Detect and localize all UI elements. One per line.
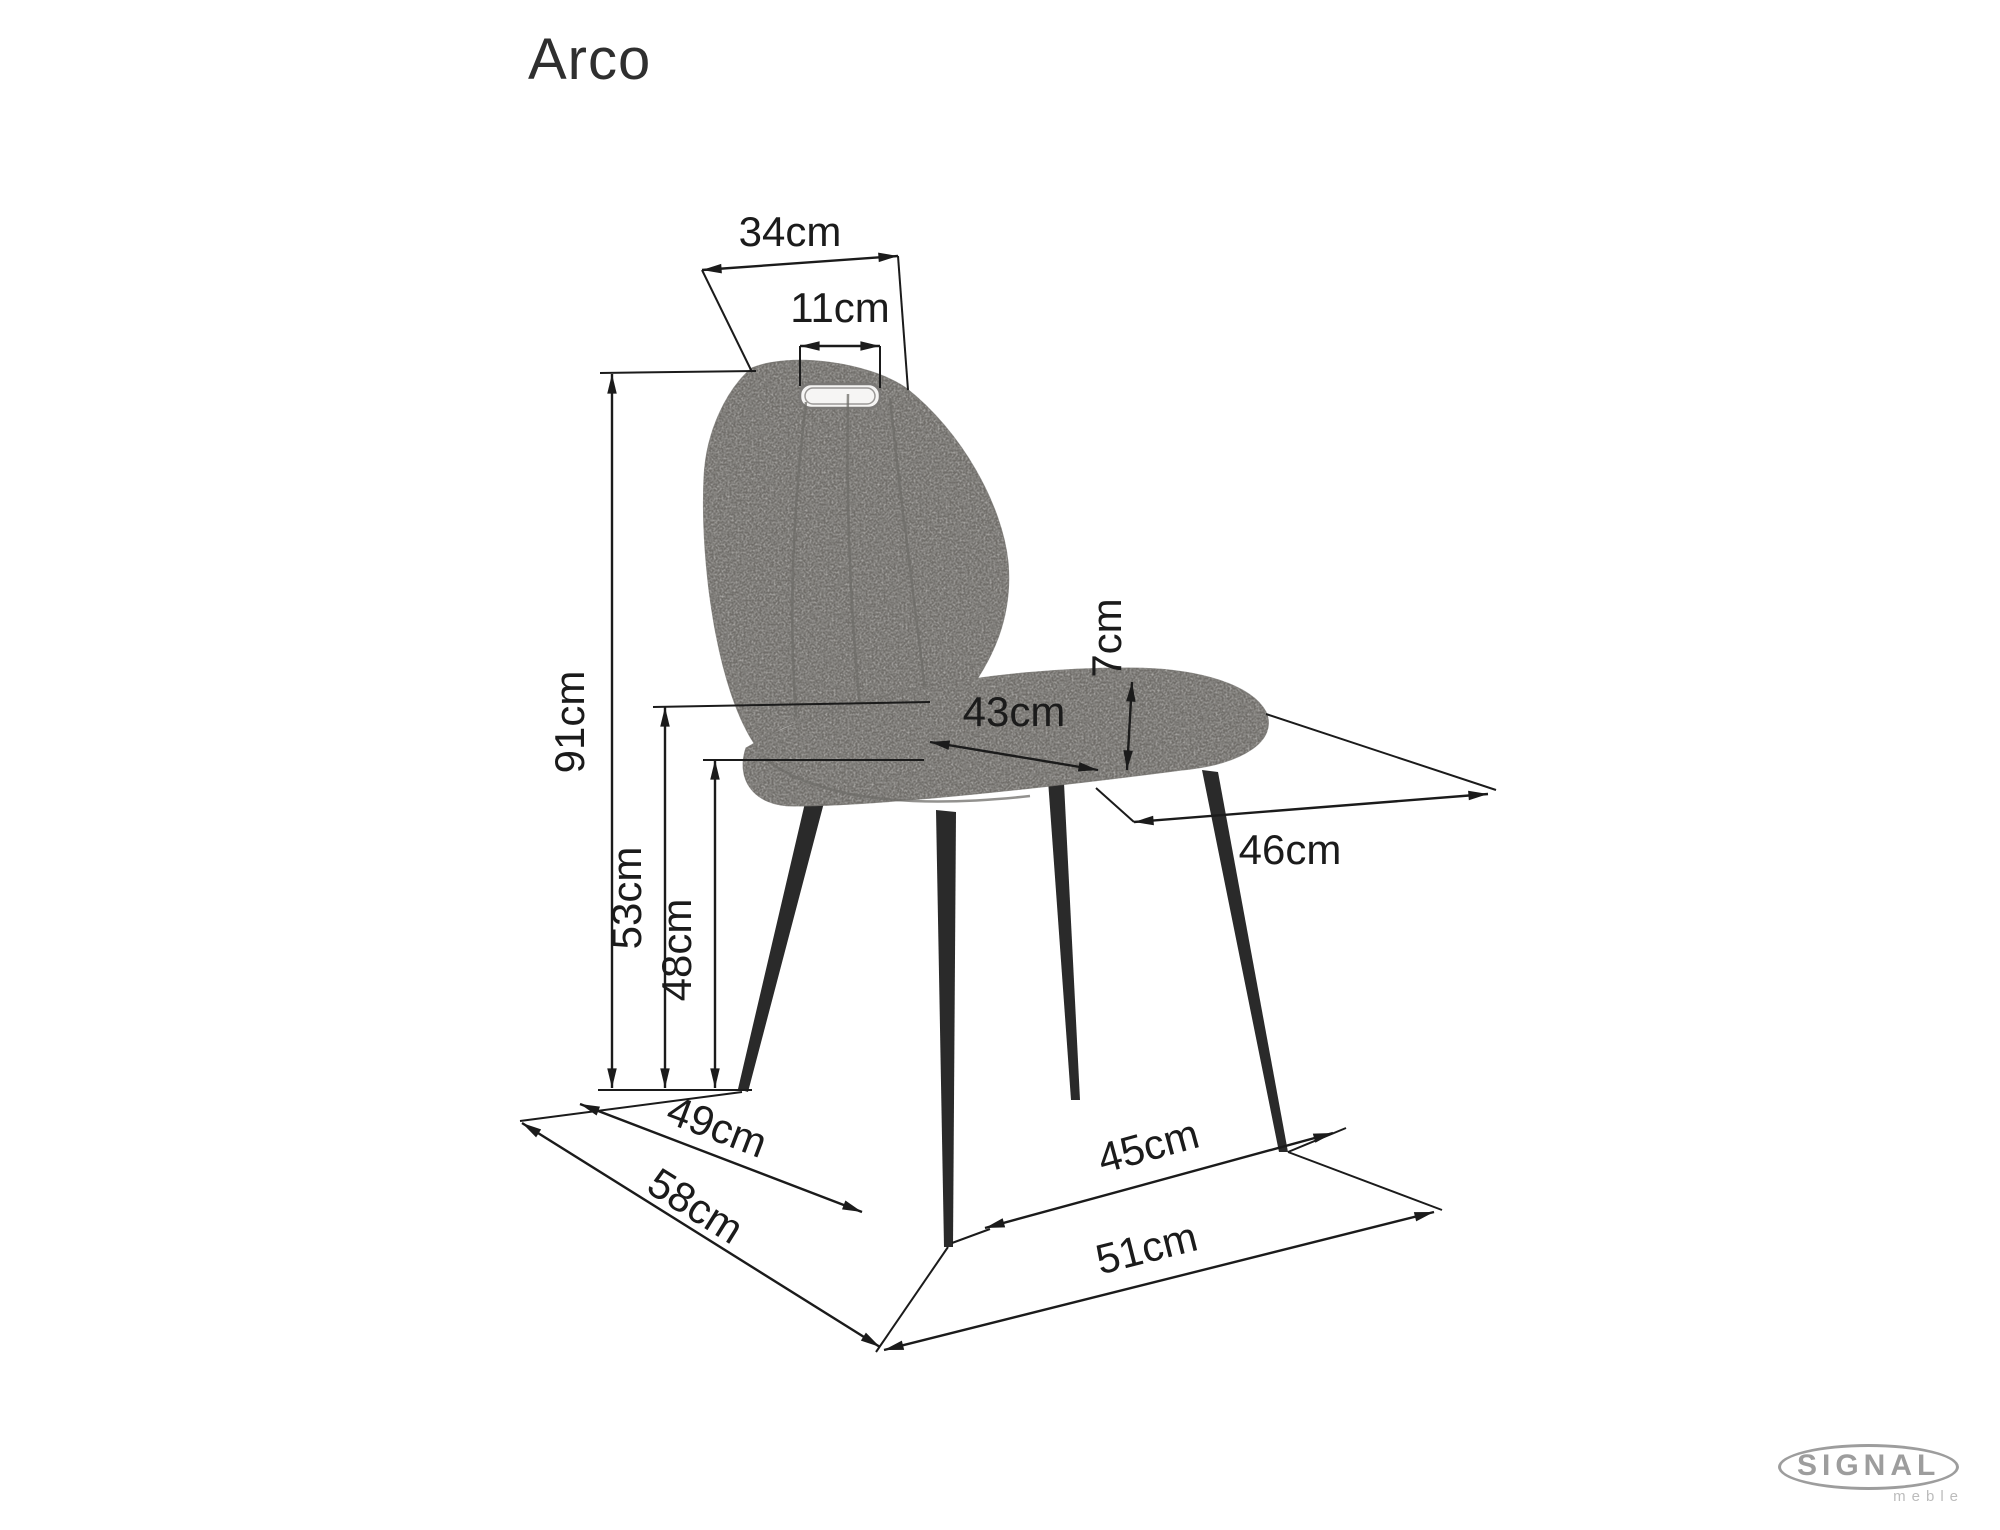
ext-line [652,701,931,708]
ext-line [1095,787,1135,823]
dim-label-base-depth: 58cm [640,1159,752,1253]
backrest-handle-slot-inner [804,387,876,405]
seat-seam-line [763,757,1031,803]
dim-line-cushion-thickness [1123,681,1136,771]
chair-leg-front [936,810,956,1247]
backrest-stitch-line [888,397,928,699]
backrest-stitch-line [791,401,808,717]
dim-line-base-width [883,1210,1435,1352]
dim-label-handle-width: 11cm [790,284,890,331]
logo-text: SIGNAL [1797,1449,1941,1482]
dim-label-leg-spacing-side: 45cm [1092,1110,1203,1182]
chair-illustration [702,359,1288,1247]
dim-label-seat-depth: 43cm [963,688,1066,735]
dim-label-seat-back-height: 53cm [603,847,650,950]
ext-line [599,370,757,374]
dimension-annotations: 34cm 11cm 91cm 53cm 48cm 43cm 7c [519,208,1497,1353]
chair-leg-front-left [738,790,826,1092]
dim-label-leg-spacing-front: 49cm [661,1086,774,1167]
dim-label-total-height: 91cm [546,671,593,774]
chair-leg-back-left [1048,780,1080,1100]
signal-logo-oval: SIGNAL [1778,1444,1960,1490]
dim-label-seat-front-height: 48cm [653,899,700,1002]
dim-label-seat-width: 46cm [1239,826,1342,873]
dim-line-seat-depth [929,740,1099,772]
chair-leg-back-right [1202,770,1288,1152]
dim-label-base-width: 51cm [1091,1213,1202,1284]
signal-logo: SIGNAL meble [1778,1444,1978,1505]
product-title: Arco [528,27,652,92]
ext-line [1265,713,1497,791]
dim-label-cushion-thickness: 7cm [1083,598,1130,677]
ext-line [1287,1127,1347,1153]
logo-subtext: meble [1893,1488,1964,1505]
backrest-handle-slot [798,382,882,410]
dim-line-base-depth [521,1121,881,1349]
dim-line-seat-width [1133,790,1489,826]
backrest-stitch-line [846,393,864,727]
dim-label-backrest-width: 34cm [739,208,842,255]
ext-line [897,255,909,391]
ext-line [701,269,753,373]
dim-line-backrest-width [701,252,899,274]
ext-line [1287,1151,1443,1211]
ext-line [951,1228,991,1244]
